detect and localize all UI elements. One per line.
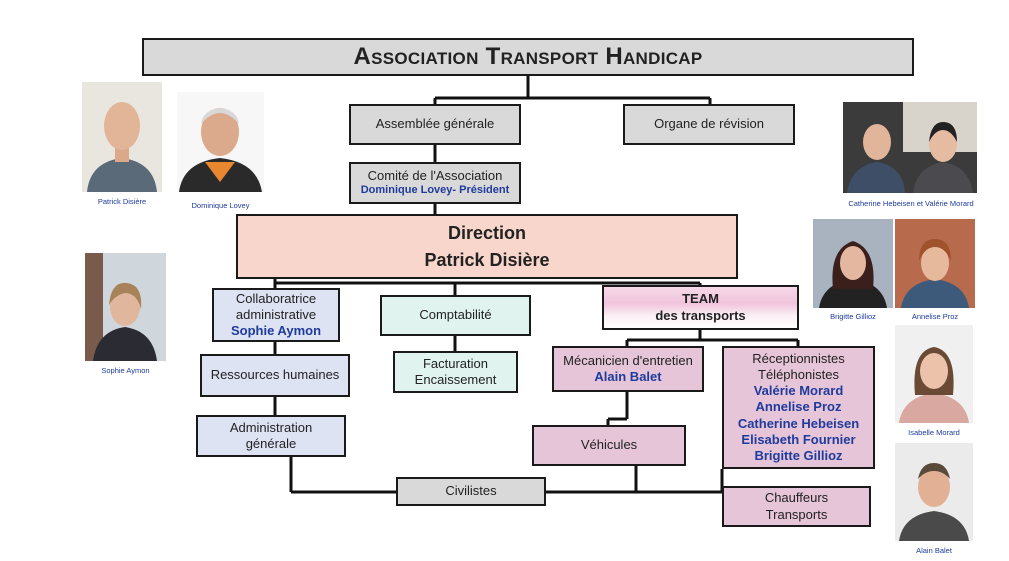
- organe-revision-box: Organe de révision: [623, 104, 795, 145]
- isabelle-photo: [895, 325, 973, 423]
- assemblee-generale-box: Assemblée générale: [349, 104, 521, 145]
- mecanicien-name: Alain Balet: [594, 369, 662, 384]
- alain-caption: Alain Balet: [916, 546, 952, 555]
- direction-name: Patrick Disière: [424, 250, 550, 270]
- collaboratrice-box: Collaboratrice administrative Sophie Aym…: [212, 288, 340, 342]
- organe-revision-label: Organe de révision: [654, 116, 764, 132]
- receptionniste-name: Elisabeth Fournier: [741, 431, 856, 447]
- ressources-humaines-label: Ressources humaines: [210, 367, 340, 383]
- receptionniste-name: Catherine Hebeisen: [737, 415, 860, 431]
- administration-generale-box: Administration générale: [196, 415, 346, 457]
- dominique-photo: [177, 92, 264, 192]
- brigitte-photo: [813, 219, 893, 308]
- receptionniste-name: Annelise Proz: [755, 399, 842, 415]
- catherine-valerie-photo: [843, 102, 977, 193]
- dominique-caption: Dominique Lovey: [191, 201, 250, 210]
- patrick-photo: [82, 82, 162, 192]
- team-label-2: des transports: [655, 307, 746, 323]
- collaboratrice-name: Sophie Aymon: [230, 323, 322, 339]
- administration-label-2: générale: [245, 436, 297, 451]
- brigitte-caption: Brigitte Gillioz: [830, 312, 876, 321]
- direction-box: Direction Patrick Disière: [236, 214, 738, 279]
- chauffeurs-label-1: Chauffeurs: [764, 490, 829, 506]
- comptabilite-box: Comptabilité: [380, 295, 531, 336]
- comptabilite-label: Comptabilité: [419, 307, 492, 323]
- facturation-label-2: Encaissement: [414, 372, 497, 387]
- facturation-box: Facturation Encaissement: [393, 351, 518, 393]
- civilistes-box: Civilistes: [396, 477, 546, 506]
- team-label-1: TEAM: [682, 291, 719, 307]
- comite-label: Comité de l'Association: [367, 168, 503, 183]
- administration-label-1: Administration: [229, 419, 313, 435]
- mecanicien-label: Mécanicien d'entretien: [563, 352, 693, 368]
- alain-photo: [895, 443, 973, 541]
- civilistes-label: Civilistes: [445, 483, 497, 499]
- receptionnistes-box: Réceptionnistes Téléphonistes Valérie Mo…: [722, 346, 875, 469]
- catherine-valerie-caption: Catherine Hebeisen et Valérie Morard: [848, 199, 974, 208]
- sophie-caption: Sophie Aymon: [101, 366, 150, 375]
- org-title: Association Transport Handicap: [142, 38, 914, 76]
- ressources-humaines-box: Ressources humaines: [200, 354, 350, 397]
- team-transports-box: TEAM des transports: [602, 285, 799, 330]
- annelise-photo: [895, 219, 975, 308]
- collaboratrice-label-2: administrative: [235, 306, 317, 322]
- vehicules-label: Véhicules: [580, 437, 638, 453]
- chauffeurs-box: Chauffeurs Transports: [722, 486, 871, 527]
- receptionnistes-label-1: Réceptionnistes: [752, 350, 845, 366]
- assemblee-generale-label: Assemblée générale: [375, 116, 495, 132]
- mecanicien-box: Mécanicien d'entretien Alain Balet: [552, 346, 704, 392]
- facturation-label-1: Facturation: [422, 355, 489, 371]
- sophie-photo: [85, 253, 166, 361]
- comite-president-name: Dominique Lovey- Président: [360, 184, 510, 197]
- receptionniste-name: Brigitte Gillioz: [754, 448, 843, 464]
- vehicules-box: Véhicules: [532, 425, 686, 466]
- comite-box: Comité de l'Association Dominique Lovey-…: [349, 162, 521, 204]
- chauffeurs-label-2: Transports: [765, 506, 828, 522]
- receptionnistes-label-2: Téléphonistes: [758, 366, 839, 382]
- receptionniste-name: Valérie Morard: [753, 383, 844, 399]
- collaboratrice-label-1: Collaboratrice: [235, 290, 317, 306]
- isabelle-caption: Isabelle Morard: [908, 428, 960, 437]
- annelise-caption: Annelise Proz: [911, 312, 959, 321]
- direction-label: Direction: [447, 222, 526, 243]
- patrick-caption: Patrick Disière: [97, 197, 147, 206]
